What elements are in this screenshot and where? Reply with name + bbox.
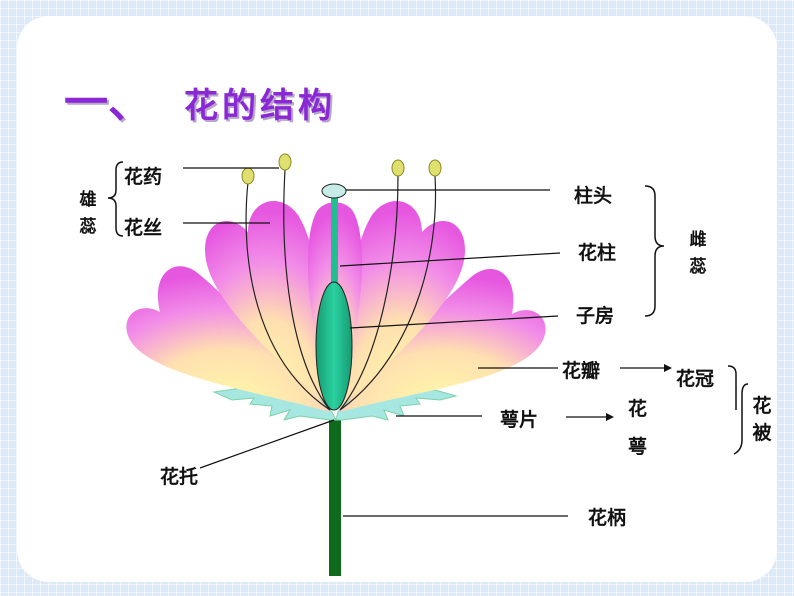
page-title: 一、花的结构 — [64, 66, 336, 130]
anther-2 — [278, 153, 292, 171]
title-number: 一、 — [64, 77, 152, 128]
brace-perianth — [733, 383, 749, 455]
brace-pistil — [644, 185, 665, 317]
brace-corolla-top — [727, 365, 737, 410]
label-receptacle: 花托 — [160, 466, 199, 488]
petals — [126, 200, 546, 412]
leader-ovary — [349, 315, 559, 329]
filament-2 — [283, 169, 331, 411]
label-pistil: 雌蕊 — [689, 230, 707, 277]
petal-left-outer — [126, 266, 330, 412]
petal-right-inner — [338, 200, 465, 410]
label-anther: 花药 — [124, 166, 163, 188]
petal-right-outer — [340, 269, 546, 412]
label-corolla: 花冠 — [676, 368, 715, 390]
label-calyx-1: 花 — [628, 398, 648, 420]
anther-3 — [391, 159, 405, 177]
title-text: 花的结构 — [184, 86, 336, 126]
label-sepal: 萼片 — [500, 409, 539, 431]
pedicel-stem — [329, 418, 341, 576]
anther-1 — [241, 167, 255, 185]
leader-lines — [183, 167, 668, 517]
label-stamen: 雄蕊 — [79, 190, 97, 237]
stamens — [245, 169, 437, 411]
style-column — [331, 196, 338, 286]
filament-4 — [339, 175, 437, 411]
arrowhead-calyx — [606, 413, 614, 421]
label-perianth: 花被 — [752, 395, 772, 444]
petal-left-inner — [205, 200, 332, 410]
label-ovary: 子房 — [576, 305, 615, 327]
label-petal: 花瓣 — [562, 360, 601, 382]
label-stigma: 柱头 — [574, 185, 613, 207]
brace-stamen — [107, 161, 124, 237]
leader-style — [339, 252, 561, 267]
label-filament: 花丝 — [124, 217, 163, 239]
filament-1 — [245, 181, 331, 411]
arrowhead-corolla — [664, 364, 672, 372]
filament-3 — [339, 175, 399, 411]
anther-4 — [428, 159, 442, 177]
leader-receptacle — [199, 419, 335, 469]
ovary-shape — [315, 281, 353, 411]
label-style: 花柱 — [578, 242, 617, 264]
label-pedicel: 花柄 — [588, 507, 627, 529]
label-calyx-2: 萼 — [628, 436, 648, 458]
stigma-shape — [321, 183, 347, 199]
braces — [107, 161, 749, 455]
